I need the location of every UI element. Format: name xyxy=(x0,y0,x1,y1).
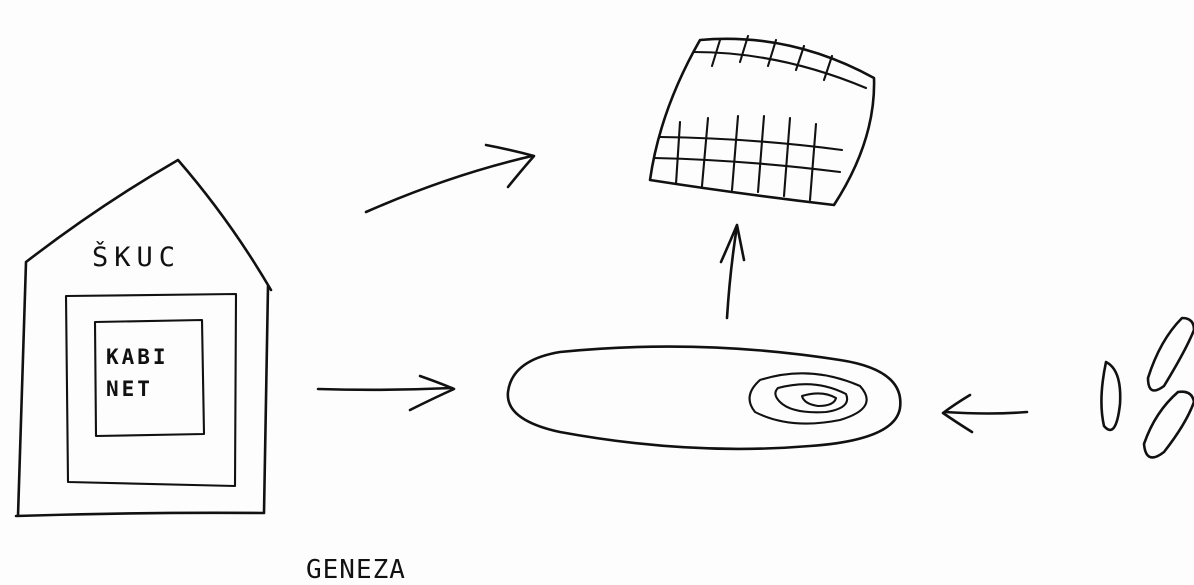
geneza-label: GENEZA xyxy=(306,555,406,585)
house-skuc xyxy=(16,160,271,516)
arrow-house-to-oval xyxy=(318,376,454,410)
skuc-label: ŠKUC xyxy=(92,241,181,273)
kabinet-label-line2: NET xyxy=(106,377,153,401)
seed-top xyxy=(1148,318,1194,391)
seed-small xyxy=(1101,362,1120,430)
house-outline xyxy=(16,160,271,516)
seed-bottom xyxy=(1144,392,1194,458)
arrow-house-to-pillow xyxy=(366,145,534,212)
arrow-seeds-to-oval xyxy=(943,395,1027,432)
seeds xyxy=(1101,318,1194,457)
cushion xyxy=(650,36,874,205)
arrow-oval-to-pillow xyxy=(721,225,744,318)
oval-with-spiral xyxy=(508,347,901,449)
kabinet-label-line1: KABI xyxy=(106,345,169,369)
